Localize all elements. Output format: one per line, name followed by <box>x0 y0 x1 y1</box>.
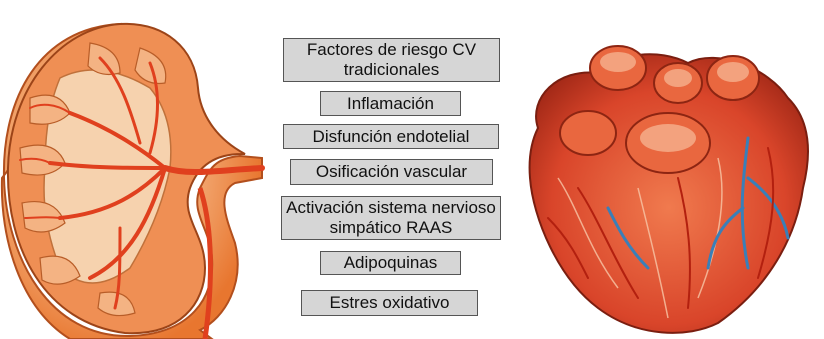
kidney-illustration <box>0 18 270 339</box>
factor-box-adipoquinas: Adipoquinas <box>320 251 461 275</box>
factor-label: Estres oxidativo <box>330 293 450 313</box>
factor-box-inflamacion: Inflamación <box>320 91 461 116</box>
factor-label: Disfunción endotelial <box>313 127 470 147</box>
factor-box-estres-oxidativo: Estres oxidativo <box>301 290 478 316</box>
factor-box-activacion-snc-raas: Activación sistema nervioso simpático RA… <box>281 196 501 240</box>
factor-label: Factores de riesgo CV tradicionales <box>288 40 495 80</box>
factor-box-disfuncion-endotelial: Disfunción endotelial <box>283 124 499 149</box>
factor-label: Activación sistema nervioso simpático RA… <box>286 198 496 238</box>
factor-label: Adipoquinas <box>344 253 438 273</box>
heart-illustration <box>518 38 818 338</box>
factor-label: Osificación vascular <box>316 162 467 182</box>
factor-box-osificacion-vascular: Osificación vascular <box>290 159 493 185</box>
factor-label: Inflamación <box>347 94 434 114</box>
factor-box-riesgo-cv: Factores de riesgo CV tradicionales <box>283 38 500 82</box>
